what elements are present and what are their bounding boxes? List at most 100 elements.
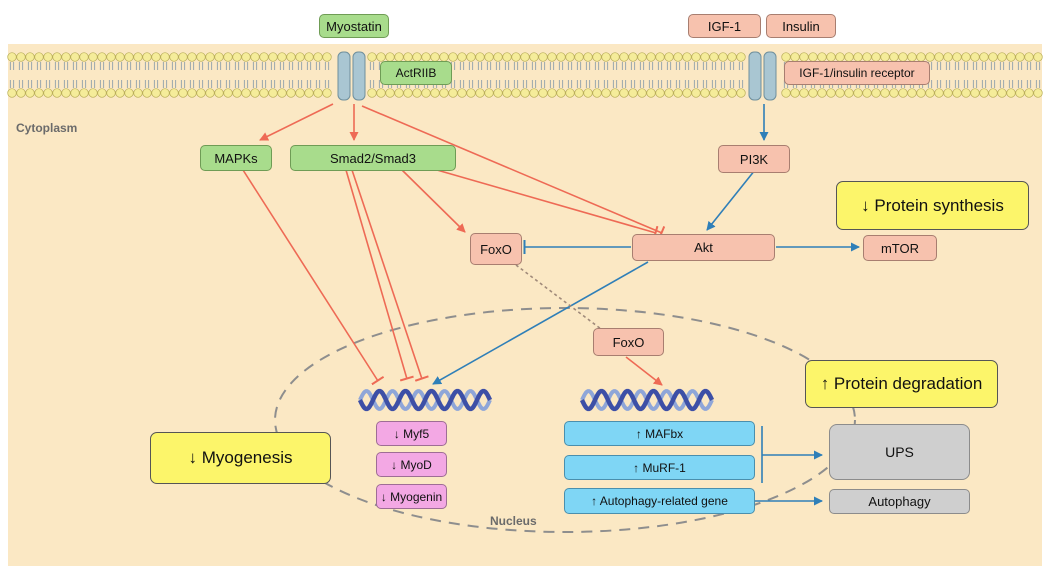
- lipid-head: [160, 88, 170, 98]
- lipid-head: [916, 52, 926, 62]
- lipid-head: [133, 52, 143, 62]
- lipid-head: [592, 52, 602, 62]
- lipid-tail: [738, 62, 744, 88]
- lipid-tail: [252, 62, 258, 88]
- lipid-head: [871, 52, 881, 62]
- lipid-head: [862, 88, 872, 98]
- lipid-head: [664, 88, 674, 98]
- lipid-head: [1033, 52, 1043, 62]
- lipid-head: [817, 88, 827, 98]
- lipid-head: [322, 52, 332, 62]
- lipid-head: [565, 52, 575, 62]
- lipid-tail: [270, 62, 276, 88]
- lipid-head: [493, 52, 503, 62]
- lipid-head: [988, 52, 998, 62]
- myostatin-arrows: [242, 103, 666, 386]
- lipid-head: [943, 88, 953, 98]
- lipid-tail: [459, 62, 465, 88]
- lipid-head: [898, 88, 908, 98]
- lipid-head: [628, 52, 638, 62]
- lipid-head: [61, 52, 71, 62]
- lipid-tail: [1008, 62, 1014, 88]
- lipid-head: [1006, 88, 1016, 98]
- actriib-receptor-channel: [337, 51, 366, 101]
- lipid-head: [736, 88, 746, 98]
- lipid-tail: [234, 62, 240, 88]
- lipid-head: [502, 88, 512, 98]
- lipid-head: [493, 88, 503, 98]
- lipid-head: [97, 52, 107, 62]
- gene-myogenin: ↓ Myogenin: [376, 484, 447, 509]
- lipid-head: [151, 52, 161, 62]
- lipid-tail: [693, 62, 699, 88]
- lipid-head: [232, 88, 242, 98]
- lipid-head: [385, 88, 395, 98]
- pi3k-box: PI3K: [718, 145, 790, 173]
- lipid-tail: [54, 62, 60, 88]
- lipid-head: [214, 52, 224, 62]
- lipid-head: [637, 52, 647, 62]
- lipid-tail: [612, 62, 618, 88]
- arrow-akt-to-dna: [432, 261, 649, 385]
- lipid-head: [295, 88, 305, 98]
- lipid-head: [844, 88, 854, 98]
- mtor-box: mTOR: [863, 235, 937, 261]
- lipid-head: [934, 52, 944, 62]
- lipid-head: [907, 52, 917, 62]
- lipid-tail: [639, 62, 645, 88]
- lipid-head: [43, 88, 53, 98]
- lipid-head: [502, 52, 512, 62]
- lipid-head: [421, 52, 431, 62]
- lipid-head: [106, 88, 116, 98]
- lipid-head: [655, 88, 665, 98]
- lipid-head: [1033, 88, 1043, 98]
- lipid-head: [196, 52, 206, 62]
- dna-helix-atrophy: [579, 388, 715, 412]
- lipid-head: [25, 52, 35, 62]
- lipid-head: [1015, 52, 1025, 62]
- lipid-head: [439, 52, 449, 62]
- lipid-head: [952, 52, 962, 62]
- myogenesis-outcome: ↓ Myogenesis: [150, 432, 331, 484]
- lipid-tail: [45, 62, 51, 88]
- lipid-head: [916, 88, 926, 98]
- lipid-head: [538, 88, 548, 98]
- lipid-head: [610, 88, 620, 98]
- lipid-head: [304, 88, 314, 98]
- lipid-tail: [216, 62, 222, 88]
- autophagy-box: Autophagy: [829, 489, 970, 514]
- lipid-tail: [558, 62, 564, 88]
- lipid-head: [790, 88, 800, 98]
- lipid-head: [187, 88, 197, 98]
- lipid-head: [403, 88, 413, 98]
- lipid-tail: [1026, 62, 1032, 88]
- lipid-head: [115, 88, 125, 98]
- lipid-tail: [684, 62, 690, 88]
- lipid-head: [799, 52, 809, 62]
- lipid-head: [970, 88, 980, 98]
- lipid-head: [277, 52, 287, 62]
- lipid-tail: [648, 62, 654, 88]
- lipid-head: [727, 52, 737, 62]
- inhibit-akt-from-smad: [429, 167, 659, 240]
- lipid-head: [1024, 52, 1034, 62]
- lipid-head: [664, 52, 674, 62]
- lipid-tail: [531, 62, 537, 88]
- lipid-head: [574, 52, 584, 62]
- lipid-head: [628, 88, 638, 98]
- lipid-tail: [27, 62, 33, 88]
- inhibit-dna-from-mapks: [242, 169, 385, 386]
- lipid-tail: [477, 62, 483, 88]
- lipid-head: [889, 52, 899, 62]
- lipid-head: [619, 88, 629, 98]
- lipid-head: [25, 88, 35, 98]
- lipid-head: [250, 52, 260, 62]
- lipid-head: [961, 88, 971, 98]
- lipid-head: [646, 52, 656, 62]
- lipid-tail: [504, 62, 510, 88]
- lipid-tail: [306, 62, 312, 88]
- lipid-head: [520, 52, 530, 62]
- lipid-head: [52, 52, 62, 62]
- lipid-head: [673, 88, 683, 98]
- lipid-head: [781, 88, 791, 98]
